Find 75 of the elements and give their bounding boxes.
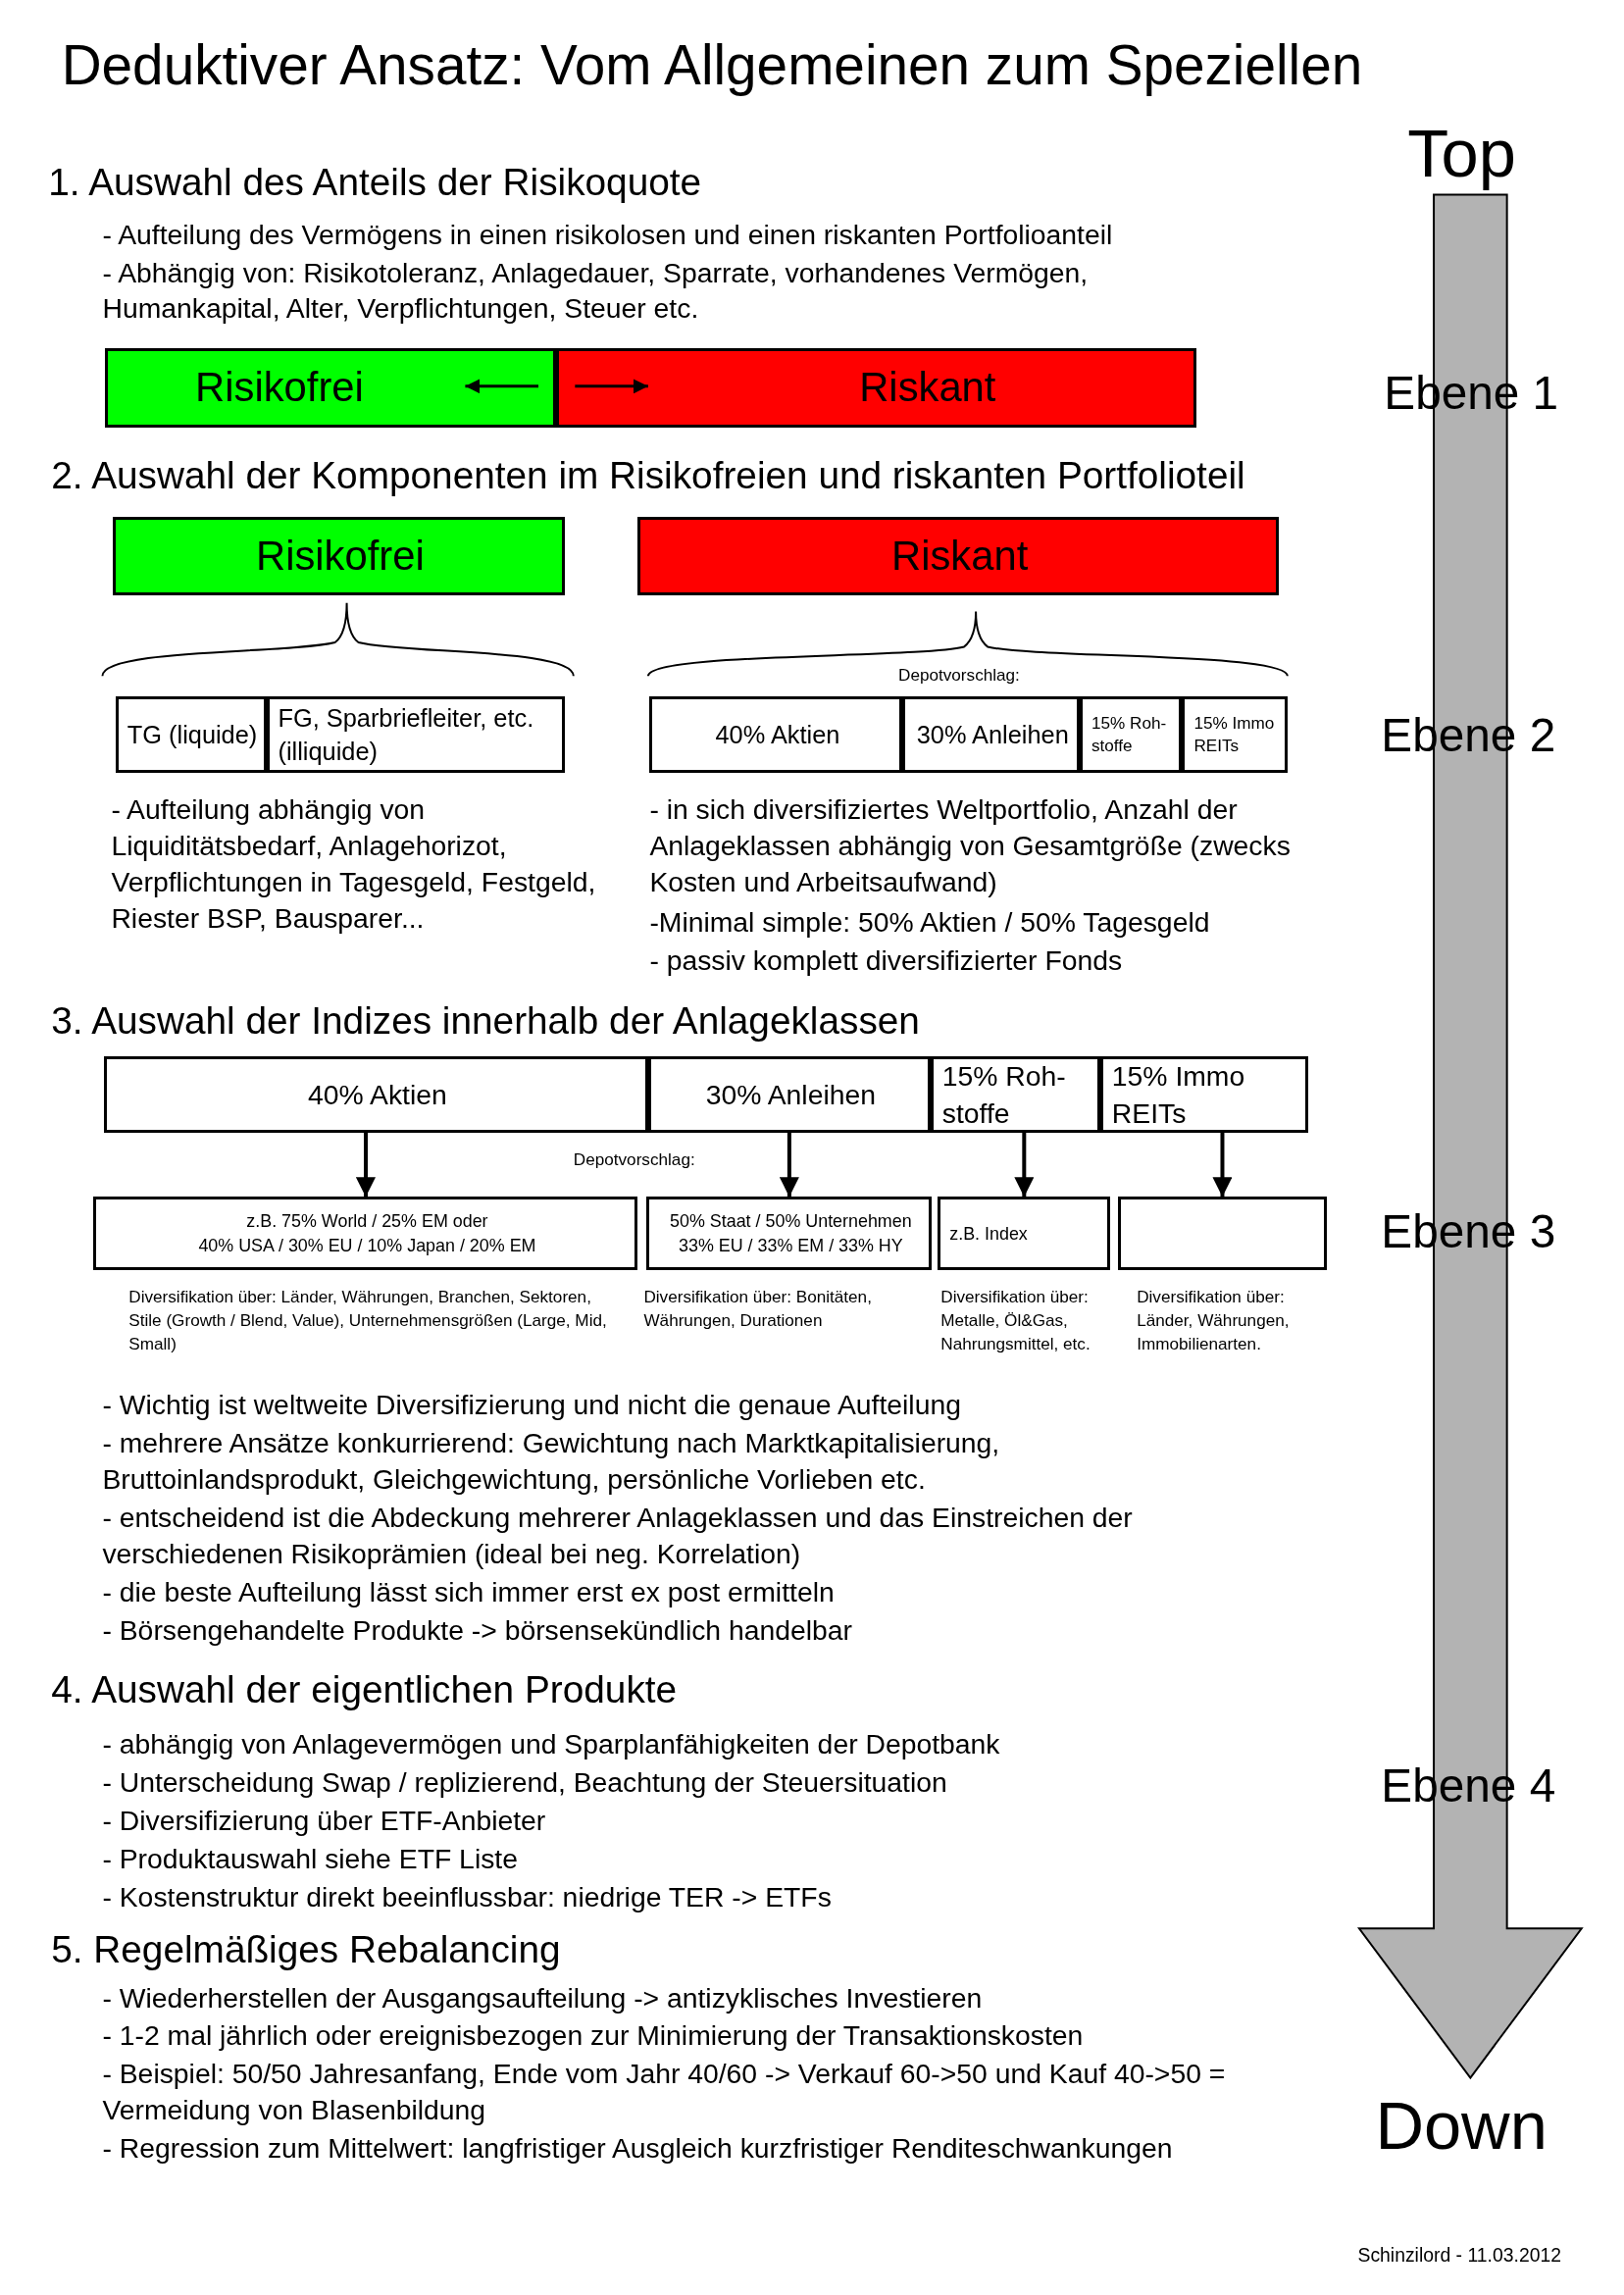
table-cell — [930, 1056, 1100, 1133]
bullet-text: - Unterscheidung Swap / replizierend, Beachtung der Steuersituation — [102, 1765, 947, 1801]
bullet-text: - Kostenstruktur direkt beeinflussbar: niedrige TER -> ETFs — [102, 1879, 832, 1914]
bullet-text: - abhängig von Anlagevermögen und Sparplanfähigkeiten der Depotbank — [102, 1727, 1000, 1762]
node-label: z.B. Index — [949, 1222, 1029, 1246]
node-label: 15% Immo REITs — [1111, 1058, 1246, 1131]
bullet-text: - Aufteilung des Vermögens in einen risikolosen und einen riskanten Portfolioanteil — [102, 217, 1113, 252]
bullet-text: - Abhängig von: Risikotoleranz, Anlagedauer, Sparrate, vorhandenes Vermögen, Humankapital, Alter, Verpflichtungen, Steuer etc. — [102, 255, 1090, 327]
node-label: 50% Staat / 50% Unternehmen 33% EU / 33% EM / 33% HY — [669, 1210, 913, 1257]
bullet-text: - entscheidend ist die Abdeckung mehrerer Anlageklassen und das Einstreichen der verschiedenen Risikoprämien (ideal bei neg. Korrelation) — [102, 1501, 1134, 1572]
caption-text: Depotvorschlag: — [898, 664, 1020, 687]
section-heading: 1. Auswahl des Anteils der Risikoquote — [48, 160, 702, 206]
node-label: 40% Aktien — [307, 1077, 448, 1112]
section-heading: 3. Auswahl der Indizes innerhalb der Anlageklassen — [51, 997, 920, 1044]
table-cell — [1080, 696, 1183, 773]
node-label: 15% Immo REITs — [1193, 711, 1276, 757]
node-label: Riskant — [890, 531, 1030, 581]
arrow — [1014, 1132, 1035, 1198]
node-label: 15% Roh- stoffe — [1091, 711, 1168, 757]
table-cell — [266, 696, 565, 773]
bullet-text: - Diversifizierung über ETF-Anbieter — [102, 1804, 546, 1838]
bullet-text: - Wiederherstellen der Ausgangsaufteilung -> antizyklisches Investieren — [102, 1980, 983, 2015]
node-label: Riskant — [858, 363, 997, 413]
bullet-text: - 1-2 mal jährlich oder ereignisbezogen zur Minimierung der Transaktionskosten — [102, 2018, 1084, 2054]
index-box — [93, 1197, 638, 1270]
table-cell — [1099, 1056, 1308, 1133]
direction-label: Down — [1375, 2086, 1548, 2166]
table-cell — [103, 1056, 648, 1133]
diversification-note: Diversifikation über: Metalle, Öl&Gas, Nahrungsmittel, etc. — [940, 1285, 1091, 1355]
table-cell — [647, 1056, 931, 1133]
category-box — [637, 516, 1279, 596]
node-label: Risikofrei — [194, 363, 365, 413]
table-cell — [902, 696, 1080, 773]
caption-text: Depotvorschlag: — [573, 1148, 695, 1171]
bullet-text: -Minimal simple: 50% Aktien / 50% Tagesgeld — [649, 905, 1210, 940]
bullet-text: - Beispiel: 50/50 Jahresanfang, Ende vom Jahr 40/60 -> Verkauf 60->50 und Kauf 40->50 = Vermeidung von Blasenbildung — [102, 2057, 1227, 2127]
bullet-text: - Wichtig ist weltweite Diversifizierung und nicht die genaue Aufteilung — [102, 1388, 961, 1423]
bullet-text: - Regression zum Mittelwert: langfristiger Ausgleich kurzfristiger Renditeschwankungen — [102, 2131, 1173, 2167]
direction-label: Top — [1407, 114, 1516, 193]
diversification-note: Diversifikation über: Bonitäten, Währungen, Durationen — [643, 1285, 873, 1332]
node-label: TG (liquide) — [127, 719, 258, 750]
bullet-text: - die beste Aufteilung lässt sich immer erst ex post ermitteln — [102, 1575, 835, 1610]
index-box — [646, 1197, 933, 1270]
author-credit: Schinzilord - 11.03.2012 — [1357, 2243, 1561, 2269]
risk-free-bar — [105, 348, 556, 428]
node-label: 40% USA / 30% EU / 10% Japan / 20% EM — [197, 1234, 537, 1257]
diversification-note: Diversifikation über: Länder, Währungen, Immobilienarten. — [1137, 1285, 1291, 1355]
bullet-text: - Produktauswahl siehe ETF Liste — [102, 1841, 518, 1876]
node-label: 30% Anleihen — [704, 1077, 877, 1112]
bullet-text: - mehrere Ansätze konkurrierend: Gewichtung nach Marktkapitalisierung, Bruttoinlandsprodukt, Gleichgewichtung, persönliche Vorlieben etc. — [102, 1426, 1001, 1497]
table-cell — [1182, 696, 1288, 773]
node-label: 15% Roh- stoffe — [941, 1058, 1067, 1131]
node-label: 30% Anleihen — [915, 719, 1070, 750]
node-label: Risikofrei — [255, 531, 426, 581]
index-box — [1117, 1197, 1328, 1270]
index-box — [938, 1197, 1111, 1270]
node-label: FG, Sparbriefleiter, etc. (illiquide) — [278, 702, 535, 767]
category-box — [112, 516, 565, 596]
table-cell — [649, 696, 903, 773]
bullet-text: - passiv komplett diversifizierter Fonds — [649, 943, 1123, 978]
diversification-note: Diversifikation über: Länder, Währungen, Branchen, Sektoren, Stile (Growth / Blend, Value), Unternehmensgrößen (Large, Mid, Small) — [128, 1285, 608, 1355]
section-heading: 5. Regelmäßiges Rebalancing — [51, 1927, 561, 1973]
node-label: 40% Aktien — [714, 719, 841, 750]
node-label: z.B. 75% World / 25% EM oder — [245, 1210, 489, 1234]
section-heading: 4. Auswahl der eigentlichen Produkte — [51, 1666, 678, 1712]
table-cell — [115, 696, 267, 773]
arrow — [355, 1132, 376, 1198]
arrow — [779, 1132, 799, 1198]
section-heading: 2. Auswahl der Komponenten im Risikofreien und riskanten Portfolioteil — [51, 452, 1245, 498]
arrow — [1212, 1132, 1233, 1198]
page-title: Deduktiver Ansatz: Vom Allgemeinen zum Speziellen — [61, 32, 1363, 98]
bullet-text: - in sich diversifiziertes Weltportfolio, Anzahl der Anlageklassen abhängig von Gesamtgröße (zwecks Kosten und Arbeitsaufwand) — [649, 792, 1292, 899]
bullet-text: - Aufteilung abhängig von Liquiditätsbedarf, Anlagehorizot, Verpflichtungen in Tagesgeld, Festgeld, Riester BSP, Bausparer... — [111, 792, 597, 936]
risky-bar — [555, 348, 1197, 428]
bullet-text: - Börsengehandelte Produkte -> börsensekündlich handelbar — [102, 1613, 852, 1649]
